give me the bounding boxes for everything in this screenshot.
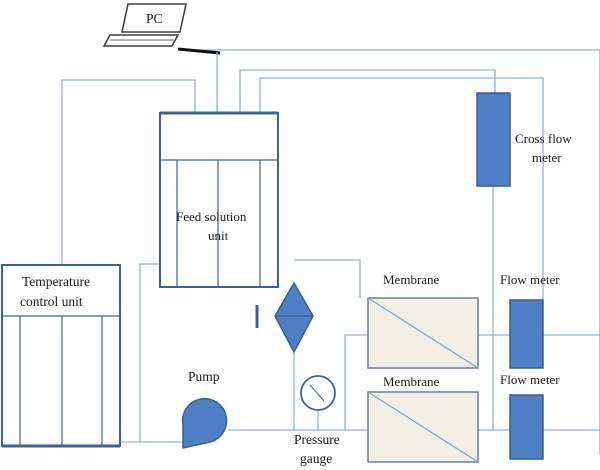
flow-meter-top [509, 299, 544, 369]
flow-meter-bottom [509, 394, 544, 460]
membrane-top [367, 297, 479, 369]
membrane-top-label: Membrane [383, 272, 440, 287]
gauge-icon [300, 375, 336, 411]
temperature-label-line2: control unit [20, 294, 83, 309]
pump-icon [181, 397, 228, 449]
temperature-label-line1: Temperature [22, 274, 90, 289]
pressure-gauge-label-line1: Pressure [294, 432, 340, 447]
flow-meter-top-label: Flow meter [500, 272, 560, 287]
pipe-pump-out [228, 334, 368, 431]
pump-label: Pump [188, 369, 220, 384]
feed-solution-label-line1: Feed solution [176, 209, 247, 224]
pressure-gauge-label-line2: gauge [300, 451, 332, 466]
cross-flow-meter [476, 92, 511, 187]
feed-solution-unit [159, 111, 279, 288]
pc-cable [185, 49, 600, 455]
flow-meter-bottom-label: Flow meter [500, 372, 560, 387]
laptop-icon [102, 3, 187, 47]
pipe-feed-to-crossflow [239, 69, 496, 113]
cross-flow-meter-label-line2: meter [532, 150, 562, 165]
pipe-temp-to-feed [61, 79, 196, 265]
membrane-bottom-label: Membrane [383, 374, 440, 389]
feed-solution-label-line2: unit [208, 228, 229, 243]
pipe-network [61, 47, 600, 455]
diamond-icon [255, 281, 314, 354]
pipe-feed-to-flowmeter-1 [259, 77, 544, 300]
temperature-control-unit [1, 264, 121, 448]
pc-label: PC [146, 11, 163, 26]
pipe-heat-exchanger [294, 259, 361, 298]
cross-flow-meter-label-line1: Cross flow [515, 131, 572, 146]
pipe-feed-to-pump [139, 263, 183, 443]
membrane-bottom [367, 391, 479, 463]
pc-data-cable [177, 47, 221, 55]
